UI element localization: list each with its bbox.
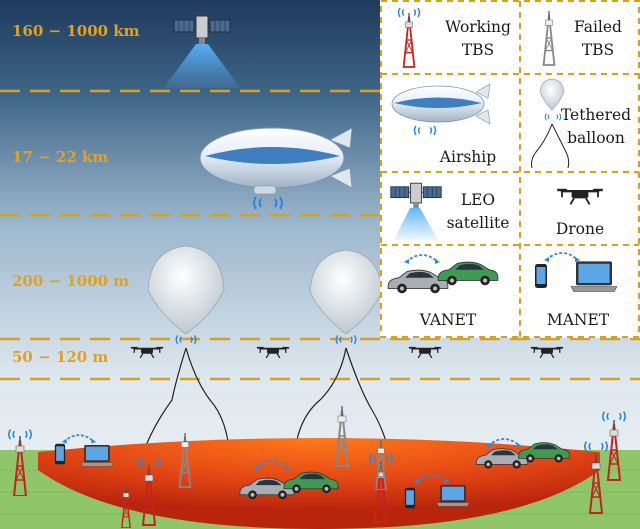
leo-satellite-icon <box>164 15 240 88</box>
legend-working-tbs-label: Working <box>445 18 511 36</box>
legend-drone: Drone <box>556 188 604 238</box>
legend-leo-satellite-label: LEO <box>461 191 495 209</box>
altitude-label-airship: 17 − 22 km <box>12 148 108 166</box>
legend-tethered-balloon: Tethered balloon <box>531 78 631 169</box>
legend-working-tbs-label: TBS <box>462 41 494 59</box>
laptop-icon <box>80 444 114 467</box>
legend-failed-tbs-label: TBS <box>582 41 614 59</box>
legend-vanet-label: VANET <box>419 311 477 329</box>
phone-icon <box>54 443 66 465</box>
legend-manet-label: MANET <box>547 311 610 329</box>
legend-airship: Airship <box>391 83 496 166</box>
airship-icon <box>199 127 353 210</box>
legend-manet: MANET <box>535 252 618 329</box>
altitude-label-drone: 50 − 120 m <box>12 348 108 366</box>
altitude-label-balloon: 200 − 1000 m <box>12 272 129 290</box>
legend: Working TBS Failed TBS Airship Tethered … <box>380 0 640 338</box>
legend-working-tbs: Working TBS <box>397 7 511 68</box>
legend-tethered-balloon-label: Tethered <box>561 106 631 124</box>
altitude-label-leo: 160 − 1000 km <box>12 22 140 40</box>
legend-tethered-balloon-label: balloon <box>567 129 625 147</box>
altitude-dividers <box>0 89 640 381</box>
tethered-balloon-left-icon <box>139 245 231 463</box>
legend-vanet: VANET <box>387 254 499 329</box>
legend-failed-tbs-label: Failed <box>574 18 622 36</box>
phone-icon <box>404 487 416 509</box>
legend-drone-label: Drone <box>556 220 604 238</box>
legend-failed-tbs: Failed TBS <box>542 10 622 66</box>
laptop-icon <box>436 484 470 507</box>
legend-leo-satellite: LEO satellite <box>390 182 510 240</box>
legend-airship-label: Airship <box>439 148 496 166</box>
legend-leo-satellite-label: satellite <box>447 214 510 232</box>
